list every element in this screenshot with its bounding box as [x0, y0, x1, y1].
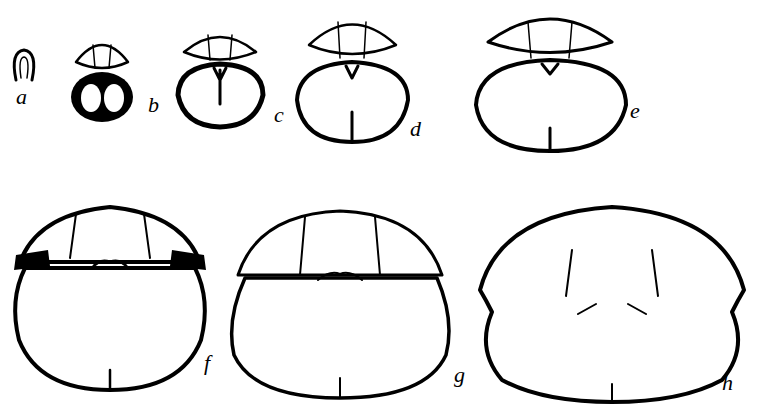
stage-e-axis [542, 64, 558, 150]
stage-c-axis [214, 68, 226, 104]
stage-b-lines [93, 45, 111, 68]
stage-h-outline [480, 207, 744, 402]
stage-d-axis [346, 66, 358, 140]
stage-g-lines [300, 217, 380, 275]
stage-b-body [71, 72, 133, 122]
stage-d-body [297, 62, 408, 142]
stage-letter: e [630, 100, 640, 122]
stage-e-head [488, 19, 612, 53]
stage-f-lines [70, 214, 150, 258]
stage-d-lines [338, 22, 366, 58]
stage-letter: a [16, 86, 27, 108]
stage-letter: g [454, 364, 465, 386]
stage-e-body [476, 60, 626, 151]
stage-letter: f [204, 352, 210, 374]
stage-a-inner [20, 57, 28, 78]
stage-d-head [309, 25, 396, 55]
stage-letter: d [410, 118, 421, 140]
stage-b-head [76, 45, 128, 68]
stage-g-axis [318, 273, 362, 398]
stage-c-body [178, 64, 263, 127]
stage-f-axis [92, 261, 128, 390]
stage-c-lines [208, 35, 232, 60]
stage-b-hole [104, 84, 124, 112]
stage-letter: c [274, 104, 284, 126]
stage-a-outline [14, 50, 34, 80]
stage-g-head [238, 211, 442, 275]
stage-letter: b [148, 94, 159, 116]
stage-h-lines [566, 250, 658, 402]
stage-e-lines [528, 22, 572, 58]
stage-b-hole [81, 84, 101, 112]
stage-letter: h [722, 372, 733, 394]
stage-c-head [184, 37, 256, 60]
